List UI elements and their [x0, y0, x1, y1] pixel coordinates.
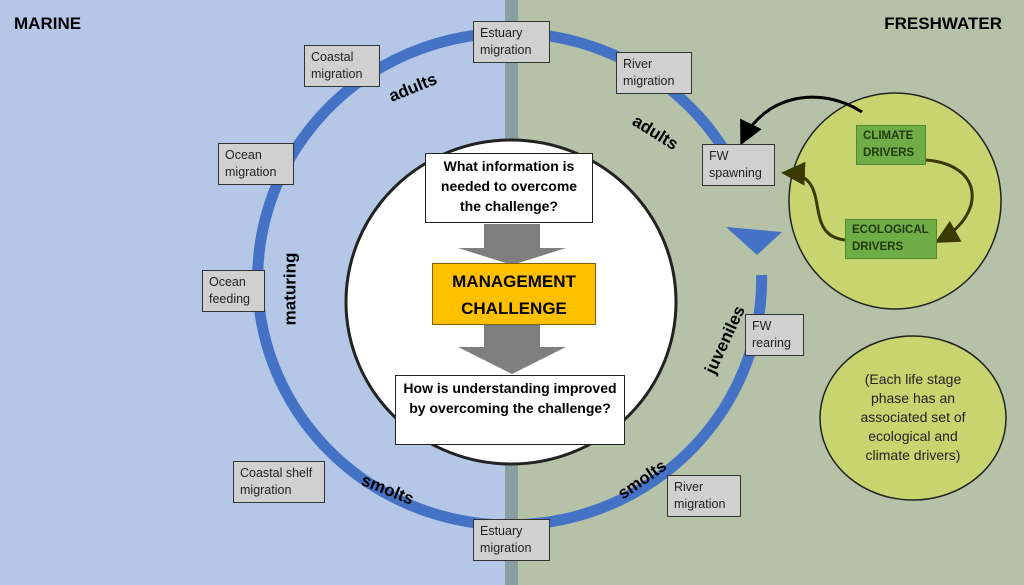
note-circle [819, 335, 1007, 501]
stage-estuary-migration-top: Estuary migration [473, 21, 550, 63]
marine-title: MARINE [14, 14, 82, 33]
stage-line: migration [225, 165, 277, 179]
stage-line: Coastal [311, 50, 354, 64]
stage-line: Estuary [480, 524, 523, 538]
drivers-circle [788, 92, 1002, 310]
stage-line: Coastal shelf [240, 466, 313, 480]
stage-line: migration [240, 483, 292, 497]
climate-to-spawning-arrow [740, 95, 863, 146]
stage-line: migration [480, 541, 532, 555]
stage-coastal-migration: Coastal migration [304, 45, 380, 87]
stage-line: spawning [709, 166, 762, 180]
climate-drivers-box: CLIMATE DRIVERS [856, 125, 926, 165]
stage-line: Ocean [209, 275, 246, 289]
stage-river-migration-top: River migration [616, 52, 692, 94]
ecological-to-spawning-arrow [781, 161, 846, 242]
stage-line: rearing [752, 336, 791, 350]
stage-fw-spawning: FW spawning [702, 144, 775, 186]
stage-line: migration [311, 67, 363, 81]
arc-label-maturing: maturing [280, 252, 300, 326]
stage-line: Ocean [225, 148, 262, 162]
stage-line: FW [752, 319, 772, 333]
down-arrow-top [458, 224, 566, 265]
down-arrow-bottom [458, 320, 566, 374]
stage-line: River [674, 480, 704, 494]
life-cycle-arrowhead [726, 227, 782, 255]
freshwater-title: FRESHWATER [884, 14, 1002, 33]
management-challenge-box: MANAGEMENT CHALLENGE [432, 263, 596, 325]
stage-line: Estuary [480, 26, 523, 40]
question-box-information-needed: What information is needed to overcome t… [425, 153, 593, 223]
stage-line: FW [709, 149, 729, 163]
stage-ocean-migration: Ocean migration [218, 143, 294, 185]
driver-line: CLIMATE [863, 130, 914, 142]
stage-ocean-feeding: Ocean feeding [202, 270, 265, 312]
driver-line: DRIVERS [863, 147, 915, 159]
stage-fw-rearing: FW rearing [745, 314, 804, 356]
ecological-drivers-box: ECOLOGICAL DRIVERS [845, 219, 937, 259]
climate-to-ecological-arrow [925, 158, 974, 243]
stage-line: migration [674, 497, 726, 511]
question-box-understanding-improved: How is understanding improved by overcom… [395, 375, 625, 445]
stage-line: River [623, 57, 653, 71]
stage-coastal-shelf-migration: Coastal shelf migration [233, 461, 325, 503]
stage-river-migration-bottom: River migration [667, 475, 741, 517]
stage-estuary-migration-bottom: Estuary migration [473, 519, 550, 561]
stage-line: feeding [209, 292, 251, 306]
driver-line: ECOLOGICAL [852, 224, 929, 236]
life-stage-drivers-note: (Each life stage phase has an associated… [860, 371, 966, 463]
driver-line: DRIVERS [852, 241, 904, 253]
stage-line: migration [623, 74, 675, 88]
stage-line: migration [480, 43, 532, 57]
